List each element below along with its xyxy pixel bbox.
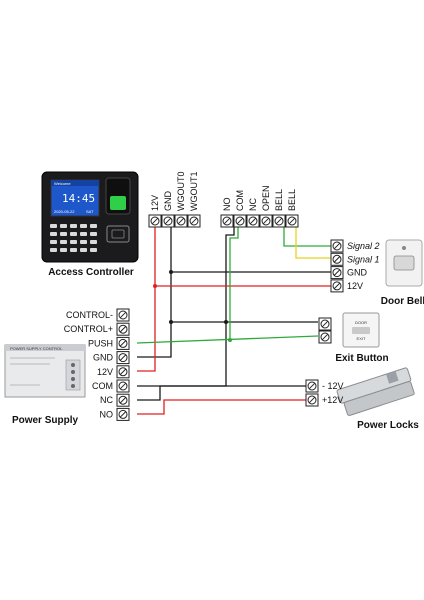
terminal-label: WGOUT0 [176, 172, 186, 212]
keypad-key [80, 240, 87, 244]
power-supply-title: Power Supply [12, 415, 79, 426]
wire-push-to-exit [136, 335, 319, 344]
keypad-key [60, 224, 67, 228]
terminal-label: 12V [150, 195, 160, 211]
power-locks-title: Power Locks [357, 420, 419, 431]
wire-gnd-to-supply-gnd [137, 227, 172, 358]
screen-time: 14:45 [62, 192, 95, 205]
terminal-label: BELL [274, 189, 284, 211]
wire-12v-to-lock-plus [137, 399, 318, 415]
terminal-label: NC [100, 395, 113, 405]
exit-button-device: DOOR EXIT [342, 312, 380, 348]
junction-dot [224, 320, 228, 324]
door-bell-terminal-block: Signal 2 Signal 1 GND 12V [330, 239, 380, 293]
keypad-key [70, 240, 77, 244]
terminal-label: NO [100, 409, 114, 419]
terminal-label: OPEN [261, 185, 271, 211]
keypad-key [60, 240, 67, 244]
keypad-key [80, 224, 87, 228]
keypad-key [60, 232, 67, 236]
keypad-key [70, 248, 77, 252]
terminal-label: NO [222, 198, 232, 212]
exit-face-line1: DOOR [355, 320, 367, 325]
junction-dot [169, 270, 173, 274]
terminal-label: COM [235, 190, 245, 211]
power-lock-device [336, 367, 415, 416]
keypad-key [90, 248, 97, 252]
keypad-key [90, 240, 97, 244]
wire-12v-to-supply [137, 227, 156, 372]
wire-open-to-push [229, 227, 239, 340]
access-controller-title: Access Controller [48, 267, 134, 278]
terminal-label: Signal 2 [347, 241, 380, 251]
yellow-wires [295, 227, 331, 259]
wire-com-to-supply [137, 227, 235, 387]
terminal-label: BELL [287, 189, 297, 211]
power-supply-panel-header: POWER SUPPLY CONTROL [10, 346, 63, 351]
door-bell-device [385, 239, 423, 287]
access-controller-device: Welcome 14:45 2020-05-22 SAT [41, 171, 139, 263]
wire-bell-to-signal2 [283, 227, 331, 247]
keypad-key [80, 232, 87, 236]
keypad [50, 224, 97, 252]
keypad-key [90, 224, 97, 228]
terminal-label: GND [93, 353, 114, 363]
keypad-key [60, 248, 67, 252]
keypad-key [50, 240, 57, 244]
green-wires [136, 227, 331, 344]
black-wires [137, 227, 331, 401]
terminal-label: CONTROL+ [64, 324, 113, 334]
keypad-key [50, 232, 57, 236]
junction-dot [153, 284, 157, 288]
terminal-label: PUSH [88, 338, 113, 348]
wire-nc-to-lock-minus [137, 385, 318, 401]
keypad-key [70, 232, 77, 236]
key-icon [352, 327, 370, 334]
keypad-key [70, 224, 77, 228]
door-bell-title: Door Bell [381, 296, 424, 307]
screen-date: 2020-05-22 [54, 209, 75, 214]
power-lock-terminal-block: - 12V +12V [305, 379, 344, 407]
junction-dot [228, 338, 232, 342]
keypad-key [90, 232, 97, 236]
power-supply-device: POWER SUPPLY CONTROL [4, 344, 86, 398]
terminal-label: Signal 1 [347, 254, 380, 264]
terminal-label: COM [92, 381, 113, 391]
keypad-key [50, 248, 57, 252]
power-supply-terminal-block: CONTROL- CONTROL+ PUSH GND 12V COM NC NO [64, 308, 130, 421]
red-wires [137, 227, 331, 415]
bell-speaker-icon [393, 255, 415, 271]
exit-face-line2: EXIT [357, 336, 366, 341]
terminal-label: +12V [322, 395, 343, 405]
terminal-label: WGOUT1 [189, 172, 199, 212]
screen-header: Welcome [54, 181, 71, 186]
terminal-label: NC [248, 198, 258, 211]
terminal-label: GND [163, 191, 173, 212]
keypad-key [50, 224, 57, 228]
exit-button-terminal-block [318, 317, 332, 344]
terminal-label: CONTROL- [66, 310, 113, 320]
terminal-label: 12V [347, 281, 363, 291]
keypad-key [80, 248, 87, 252]
card-reader-icon [106, 225, 130, 243]
exit-button-title: Exit Button [335, 353, 388, 364]
terminal-label: GND [347, 268, 368, 278]
terminal-label: - 12V [322, 381, 344, 391]
fingerprint-window-icon [110, 196, 126, 210]
junction-dot [169, 320, 173, 324]
junction-dots [153, 270, 232, 342]
screen-day: SAT [86, 209, 94, 214]
terminal-label: 12V [97, 367, 113, 377]
wire-bell-to-signal1 [295, 227, 331, 259]
